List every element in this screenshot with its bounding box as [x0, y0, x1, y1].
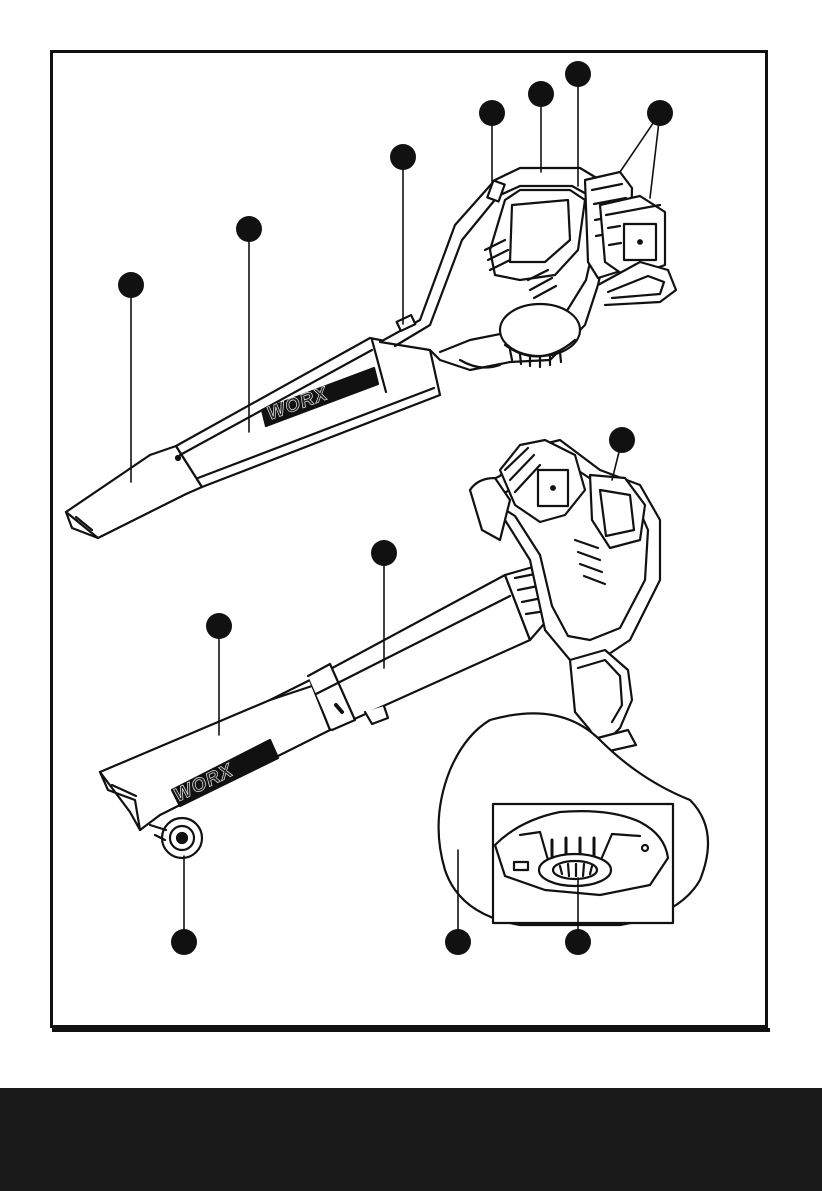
- callout-marker: [118, 272, 144, 298]
- callout-marker: [647, 100, 673, 126]
- callout-marker: [206, 613, 232, 639]
- callout-marker: [171, 929, 197, 955]
- callout-marker: [479, 100, 505, 126]
- top-motor-housing: [380, 168, 610, 370]
- top-blower-tube: [66, 338, 440, 538]
- leaf-blower-illustration: WORX WORX: [0, 0, 822, 1040]
- top-battery-packs: [585, 172, 676, 305]
- footer-bar: [0, 1088, 822, 1191]
- callout-marker: [565, 929, 591, 955]
- callout-marker: [390, 144, 416, 170]
- inset-detail-bubble: [439, 713, 708, 925]
- callout-marker: [565, 61, 591, 87]
- callout-marker: [371, 540, 397, 566]
- callout-marker: [236, 216, 262, 242]
- callout-marker: [528, 81, 554, 107]
- callout-marker: [445, 929, 471, 955]
- callout-marker: [609, 427, 635, 453]
